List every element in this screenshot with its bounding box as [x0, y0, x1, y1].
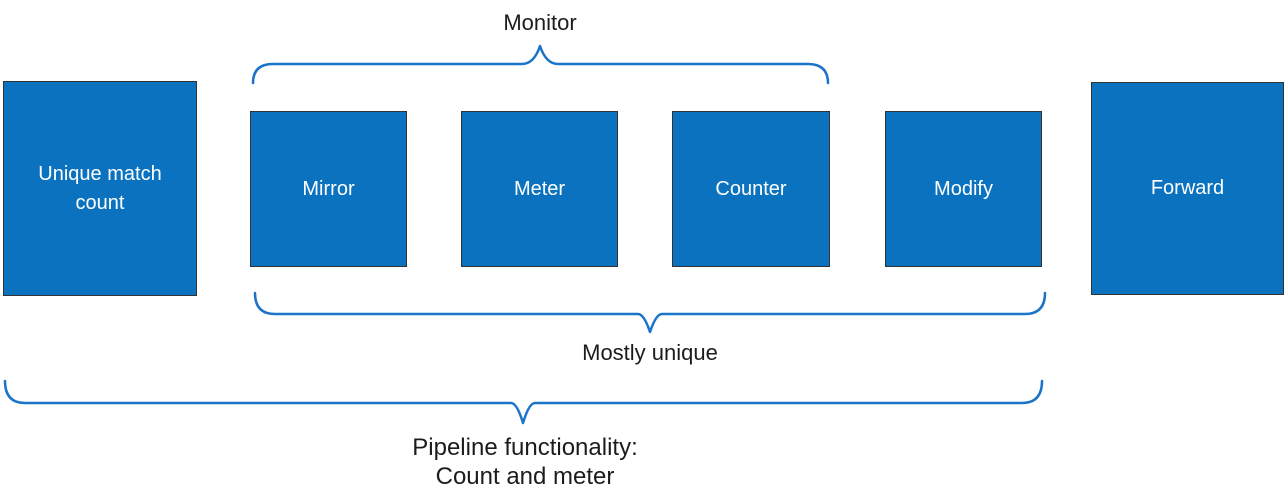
pipeline-label: Pipeline functionality: Count and meter [412, 433, 637, 491]
box-mirror: Mirror [250, 111, 407, 267]
box-unique-match-count: Unique match count [3, 81, 197, 296]
box-label: Modify [934, 177, 993, 200]
pipeline-label-line1: Pipeline functionality: [412, 434, 638, 461]
box-label: Meter [513, 177, 566, 200]
pipeline-label-line2: Count and meter [435, 463, 615, 490]
box-modify: Modify [885, 111, 1042, 267]
box-meter: Meter [461, 111, 618, 267]
monitor-label: Monitor [503, 10, 577, 35]
box-label: Unique match count [38, 162, 162, 214]
box-label: Mirror [302, 177, 355, 200]
mostly-unique-label: Mostly unique [582, 340, 718, 365]
monitor-brace [251, 44, 830, 85]
box-label: Counter [715, 177, 787, 200]
box-counter: Counter [672, 111, 830, 267]
pipeline-brace [3, 379, 1044, 425]
mostly-unique-brace [253, 291, 1047, 334]
box-label: Forward [1150, 177, 1225, 199]
box-forward: Forward [1091, 82, 1284, 295]
